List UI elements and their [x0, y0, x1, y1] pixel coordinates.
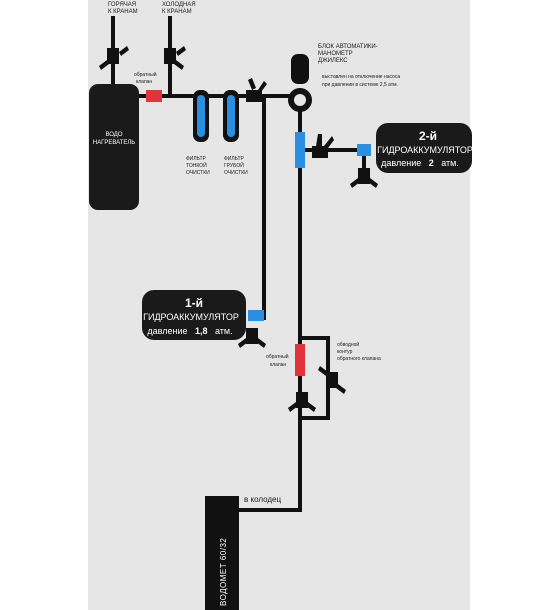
- valve-icon: [99, 46, 129, 70]
- pressure-prefix: давление: [381, 158, 421, 168]
- filter-fine-label-1: ФИЛЬТР: [186, 156, 207, 162]
- filter-fine: [193, 90, 209, 142]
- cold-taps-label-1: ХОЛОДНАЯ: [162, 2, 196, 8]
- pressure-unit: атм.: [441, 158, 459, 168]
- automation-note-1: выставлен на отключение насоса: [322, 74, 400, 80]
- heater-label-1: ВОДО: [105, 132, 122, 138]
- filter-fine-label-2: ТОНКОЙ: [186, 161, 207, 169]
- accumulator-2-number: 2-й: [419, 129, 437, 143]
- filter-coarse-label-3: ОЧИСТКИ: [224, 170, 248, 176]
- fitting-acc2-elbow: [357, 144, 371, 156]
- pressure-prefix: давление: [147, 326, 187, 336]
- valve-icon: [238, 328, 266, 348]
- hot-taps-label-2: К КРАНАМ: [108, 9, 138, 15]
- check-valve-bottom: [295, 344, 305, 376]
- valve-icon: [288, 392, 316, 412]
- accumulator-1: 1-й ГИДРОАККУМУЛЯТОР давление 1,8 атм.: [142, 290, 246, 340]
- check-valve-bottom-label-1: обратный: [266, 353, 289, 360]
- accumulator-1-number: 1-й: [185, 296, 203, 310]
- heater-label-2: НАГРЕВАТЕЛЬ: [93, 140, 136, 146]
- check-valve-top-label-2: клапан: [136, 79, 152, 85]
- accumulator-2: 2-й ГИДРОАККУМУЛЯТОР давление 2 атм.: [376, 123, 473, 173]
- bypass-label-2: контур: [337, 349, 353, 355]
- pump-label: ВОДОМЕТ 60/32: [219, 538, 228, 606]
- accumulator-2-pressure: давление 2 атм.: [381, 153, 459, 170]
- automation-note-2: при давлении в системе 2,5 атм.: [322, 82, 398, 88]
- valve-icon: [318, 366, 346, 394]
- automation-label-2: МАНОМЕТР: [318, 51, 353, 57]
- valve-icon: [312, 134, 334, 158]
- valve-icon: [164, 46, 186, 70]
- accumulator-1-pressure: давление 1,8 атм.: [147, 321, 232, 338]
- valve-icon: [246, 78, 267, 102]
- automation-label-3: ДЖИЛЕКС: [318, 58, 348, 64]
- accumulator-2-name: ГИДРОАККУМУЛЯТОР: [377, 145, 473, 155]
- check-valve-top: [146, 90, 162, 102]
- cold-taps-label-2: К КРАНАМ: [162, 9, 192, 15]
- tee-fitting-acc2: [295, 132, 305, 168]
- hot-taps-label-1: ГОРЯЧАЯ: [108, 2, 136, 8]
- filter-coarse: [223, 90, 239, 142]
- accumulator-2-body: [376, 123, 472, 173]
- pump-body: [205, 496, 239, 610]
- water-heater: [89, 84, 139, 210]
- check-valve-bottom-label-2: клапан: [270, 362, 286, 368]
- bypass-label-1: обводной: [337, 341, 359, 348]
- filter-fine-label-3: ОЧИСТКИ: [186, 170, 210, 176]
- automation-label-1: БЛОК АВТОМАТИКИ-: [318, 44, 378, 50]
- accumulator-1-body: [142, 290, 246, 340]
- bypass-label-3: обратного клапана: [337, 356, 381, 362]
- accumulator-1-name: ГИДРОАККУМУЛЯТОР: [143, 312, 239, 322]
- fitting-acc1: [248, 310, 264, 321]
- automation-unit: [288, 54, 312, 112]
- pressure-value: 2: [429, 158, 434, 168]
- valve-icon: [350, 168, 378, 188]
- pressure-unit: атм.: [215, 326, 233, 336]
- check-valve-top-label-1: обратный: [134, 71, 157, 78]
- filter-coarse-label-1: ФИЛЬТР: [224, 156, 245, 162]
- well-label: в колодец: [244, 495, 281, 504]
- pressure-value: 1,8: [195, 326, 208, 336]
- filter-coarse-label-2: ГРУБОЙ: [224, 161, 244, 169]
